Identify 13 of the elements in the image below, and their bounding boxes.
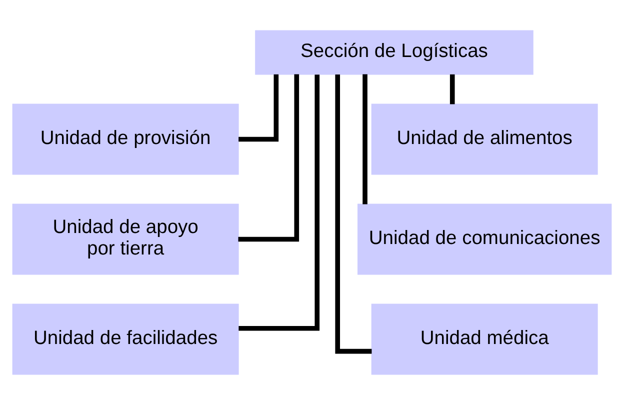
connector: [238, 74, 300, 242]
node-box: Unidad de alimentos: [371, 103, 598, 174]
node-box: Unidad médica: [371, 303, 598, 374]
connector: [238, 74, 279, 142]
node-box: Unidad de provisión: [12, 103, 239, 174]
node-box: Unidad de apoyo por tierra: [12, 203, 239, 274]
connector: [335, 74, 372, 354]
connector: [238, 74, 320, 330]
node-box: Unidad de comunicaciones: [357, 203, 612, 274]
node-box: Unidad de facilidades: [12, 303, 239, 374]
connector: [450, 74, 455, 104]
node-box: Sección de Logísticas: [255, 30, 534, 74]
connector: [362, 74, 368, 204]
